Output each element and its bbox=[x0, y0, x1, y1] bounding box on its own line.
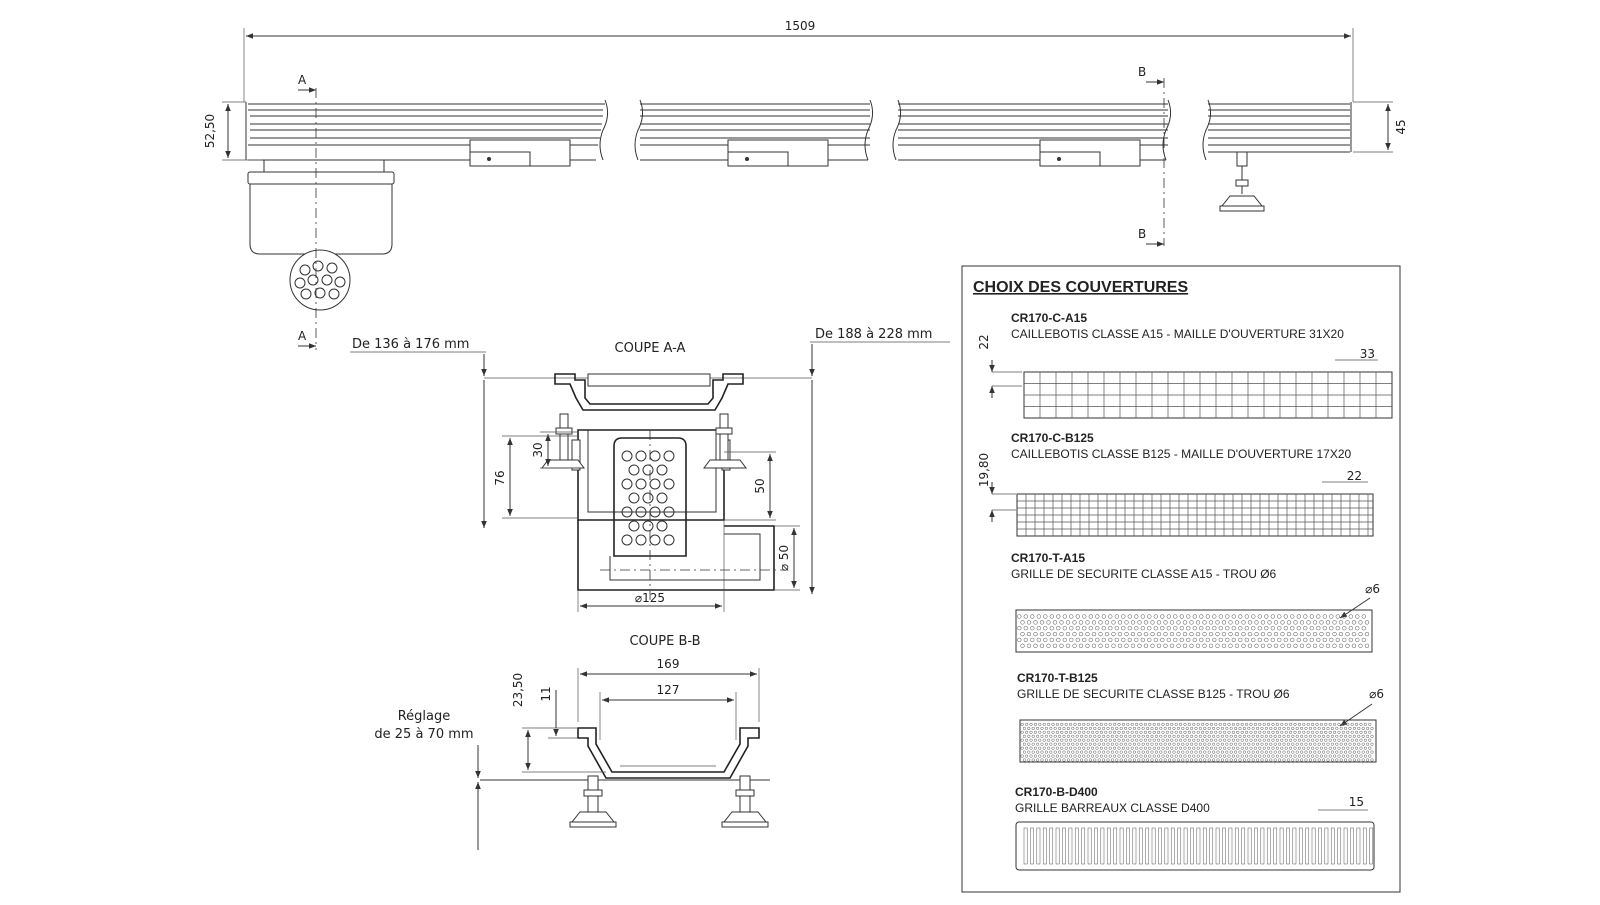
cover-perforated-4 bbox=[1019, 719, 1377, 763]
channel-body bbox=[245, 99, 1352, 167]
cover-grating-1 bbox=[1023, 371, 1393, 419]
cover-desc-4: GRILLE DE SECURITE CLASSE B125 - TROU Ø6 bbox=[1017, 687, 1290, 701]
cover-perforated-3 bbox=[1015, 609, 1373, 653]
top-view: 1509 bbox=[203, 19, 1408, 350]
section-bb: COUPE B-B 169 127 23,50 11 bbox=[374, 634, 770, 850]
dim-outlet-50: ⌀ 50 bbox=[777, 545, 791, 571]
covers-panel-title: CHOIX DES COUVERTURES bbox=[973, 279, 1188, 296]
dim-23-50: 23,50 bbox=[511, 673, 525, 707]
overall-length-dim: 1509 bbox=[785, 19, 816, 33]
dim-127: 127 bbox=[657, 683, 680, 697]
cover-grating-2 bbox=[1016, 493, 1374, 537]
section-a-top: A bbox=[298, 73, 307, 87]
dim-50-right: 50 bbox=[753, 478, 767, 493]
dim-169: 169 bbox=[657, 657, 680, 671]
cover-dim-4: ⌀6 bbox=[1369, 687, 1384, 701]
cover-dim-5: 15 bbox=[1349, 795, 1364, 809]
dim-11: 11 bbox=[539, 686, 553, 701]
range-right-label: De 188 à 228 mm bbox=[815, 327, 932, 342]
section-b-bottom: B bbox=[1138, 227, 1146, 241]
cover-code-4: CR170-T-B125 bbox=[1017, 671, 1098, 685]
cover-desc-3: GRILLE DE SECURITE CLASSE A15 - TROU Ø6 bbox=[1011, 567, 1277, 581]
section-aa: COUPE A-A De 136 à 176 mm De 188 à 228 m… bbox=[350, 327, 950, 612]
dim-30: 30 bbox=[531, 442, 545, 457]
height-left-dim: 52,50 bbox=[203, 114, 217, 148]
cover-desc-2: CAILLEBOTIS CLASSE B125 - MAILLE D'OUVER… bbox=[1011, 447, 1352, 461]
cover-code-5: CR170-B-D400 bbox=[1015, 785, 1098, 799]
range-left-label: De 136 à 176 mm bbox=[352, 337, 469, 352]
section-a-bottom: A bbox=[298, 329, 307, 343]
cover-side-dim-1: 22 bbox=[977, 334, 991, 349]
adjustable-foot bbox=[1219, 151, 1265, 212]
cover-dim-1: 33 bbox=[1360, 347, 1375, 361]
cover-bars-5 bbox=[1015, 821, 1375, 871]
reglage-label-1: Réglage bbox=[398, 709, 451, 724]
cover-side-dim-2: 19,80 bbox=[977, 453, 991, 487]
sump-box bbox=[247, 159, 395, 311]
cover-desc-5: GRILLE BARREAUX CLASSE D400 bbox=[1015, 801, 1210, 815]
cover-dim-3: ⌀6 bbox=[1365, 582, 1380, 596]
height-right-dim: 45 bbox=[1394, 119, 1408, 134]
cover-code-2: CR170-C-B125 bbox=[1011, 431, 1094, 445]
outlet-holes bbox=[294, 260, 346, 300]
cover-desc-1: CAILLEBOTIS CLASSE A15 - MAILLE D'OUVERT… bbox=[1011, 327, 1344, 341]
cover-code-1: CR170-C-A15 bbox=[1011, 311, 1087, 325]
dim-76: 76 bbox=[493, 470, 507, 485]
dim-125: ⌀125 bbox=[635, 591, 665, 605]
covers-panel: CHOIX DES COUVERTURES CR170-C-A15 CAILLE… bbox=[961, 265, 1401, 893]
cover-code-3: CR170-T-A15 bbox=[1011, 551, 1085, 565]
coupe-bb-title: COUPE B-B bbox=[629, 634, 700, 649]
basket-holes bbox=[621, 450, 675, 546]
coupe-aa-title: COUPE A-A bbox=[615, 341, 686, 356]
section-b-top: B bbox=[1138, 65, 1146, 79]
cover-dim-2: 22 bbox=[1347, 469, 1362, 483]
reglage-label-2: de 25 à 70 mm bbox=[374, 727, 473, 742]
